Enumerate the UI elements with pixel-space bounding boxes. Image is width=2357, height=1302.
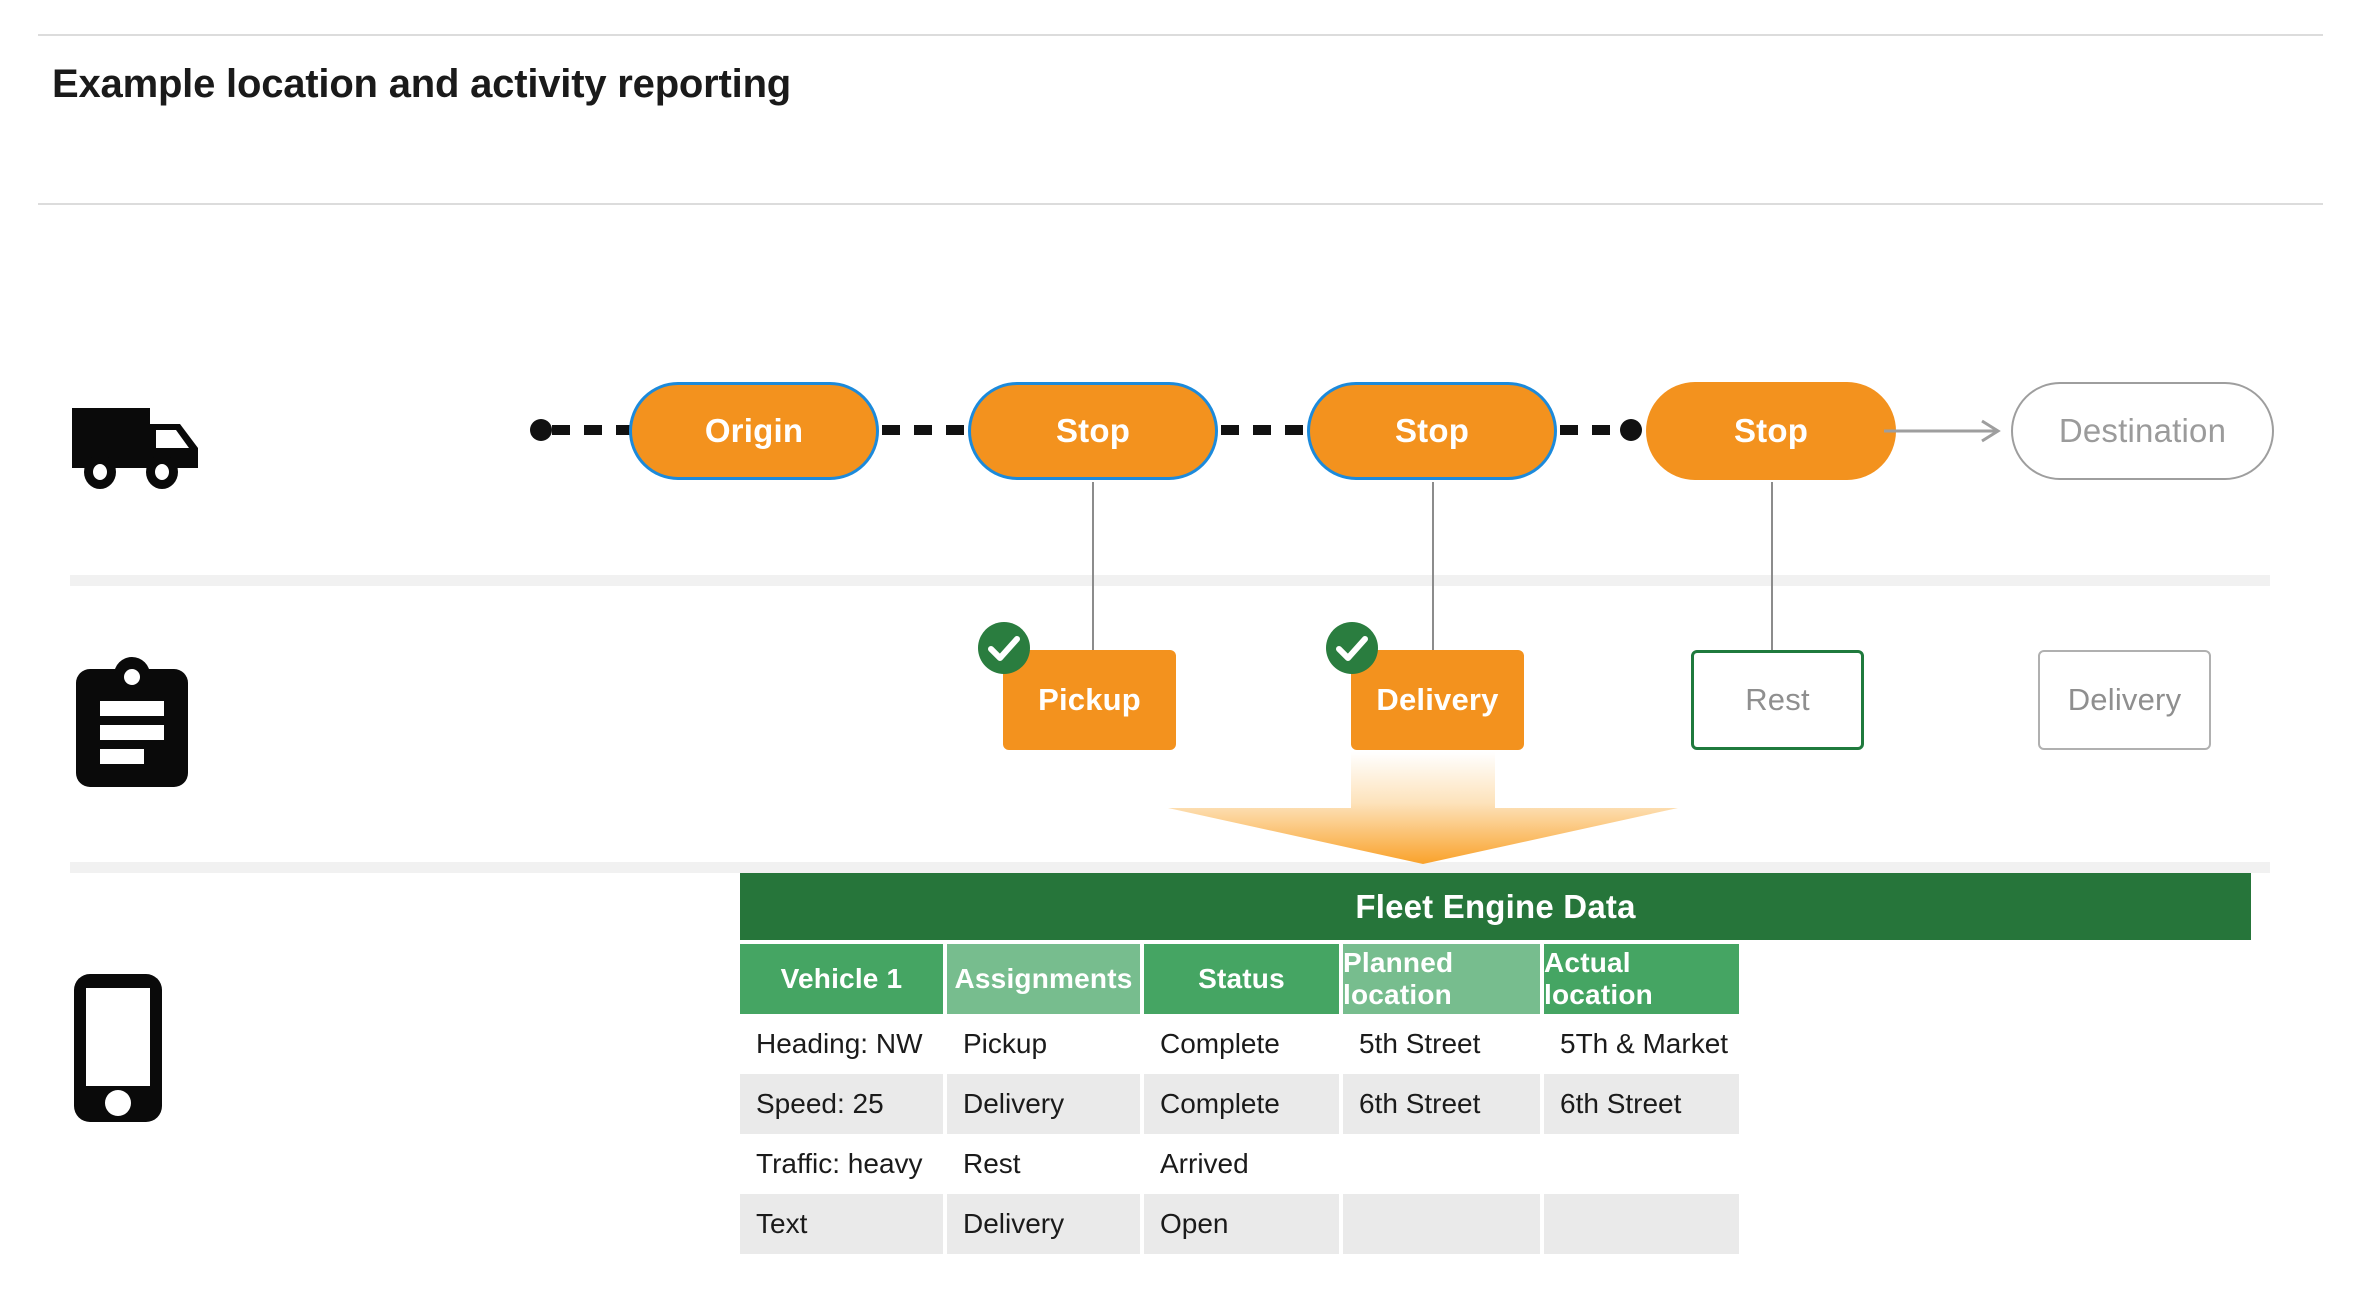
table-cell [1544, 1134, 1739, 1194]
route-start-dot [530, 419, 552, 441]
table-cell: Complete [1144, 1074, 1339, 1134]
table-cell [1343, 1134, 1540, 1194]
route-dash-2 [1221, 425, 1307, 435]
activity-card-pickup[interactable]: Pickup [1003, 650, 1176, 750]
route-stop-1[interactable]: Stop [968, 382, 1218, 480]
table-cell: Complete [1144, 1014, 1339, 1074]
table-cell: Open [1144, 1194, 1339, 1254]
table-cell: Delivery [947, 1074, 1140, 1134]
table-row[interactable]: Text Delivery Open [740, 1194, 2251, 1254]
route-stop-3[interactable]: Stop [1646, 382, 1896, 480]
table-column-header-actual-location[interactable]: Actual location [1544, 944, 1739, 1014]
table-cell: Arrived [1144, 1134, 1339, 1194]
route-stop-label: Stop [1733, 412, 1809, 449]
route-lane: Origin Stop Stop Stop Destination [0, 382, 2357, 482]
activity-card-label: Rest [1745, 682, 1810, 717]
table-cell [1544, 1194, 1739, 1254]
table-cell: 5Th & Market [1544, 1014, 1739, 1074]
activity-card-label: Delivery [2067, 682, 2182, 717]
route-stop-label: Stop [1055, 412, 1131, 449]
clipboard-icon [76, 657, 188, 787]
arrow-right-icon [1884, 419, 2001, 443]
route-destination[interactable]: Destination [2011, 382, 2274, 480]
page-title: Example location and activity reporting [52, 62, 792, 106]
phone-icon [74, 974, 162, 1122]
table-cell: Delivery [947, 1194, 1140, 1254]
connector-line-delivery [1432, 482, 1434, 654]
table-cell: Text [740, 1194, 943, 1254]
down-arrow-icon [1168, 752, 1678, 864]
route-dash-1 [882, 425, 968, 435]
route-stop-label: Stop [1394, 412, 1470, 449]
activity-card-label: Delivery [1376, 682, 1499, 717]
route-dash-3 [1560, 425, 1626, 435]
table-column-header-vehicle[interactable]: Vehicle 1 [740, 944, 943, 1014]
connector-line-pickup [1092, 482, 1094, 654]
activity-card-label: Pickup [1038, 682, 1141, 717]
fleet-engine-table: Fleet Engine Data Vehicle 1 Assignments … [740, 873, 2251, 1254]
table-cell: 6th Street [1343, 1074, 1540, 1134]
activity-lane: Pickup Delivery Rest Delivery [0, 622, 2357, 760]
header-rule-bottom [38, 203, 2323, 205]
table-row[interactable]: Traffic: heavy Rest Arrived [740, 1134, 2251, 1194]
table-column-header-assignments[interactable]: Assignments [947, 944, 1140, 1014]
table-cell: Heading: NW [740, 1014, 943, 1074]
route-stop-label: Destination [2058, 412, 2227, 449]
route-mid-dot [1620, 419, 1642, 441]
table-cell [1343, 1194, 1540, 1254]
table-column-header-planned-location[interactable]: Planned location [1343, 944, 1540, 1014]
check-circle-icon [1326, 622, 1378, 674]
truck-icon [72, 408, 198, 489]
activity-card-delivery[interactable]: Delivery [1351, 650, 1524, 750]
header-rule-top [38, 34, 2323, 36]
table-cell: Pickup [947, 1014, 1140, 1074]
activity-card-delivery-pending[interactable]: Delivery [2038, 650, 2211, 750]
table-title: Fleet Engine Data [740, 873, 2251, 940]
table-cell: Traffic: heavy [740, 1134, 943, 1194]
table-cell: 6th Street [1544, 1074, 1739, 1134]
table-cell: Speed: 25 [740, 1074, 943, 1134]
route-stop-2[interactable]: Stop [1307, 382, 1557, 480]
route-stop-label: Origin [704, 412, 804, 449]
lane-separator-route-activity [70, 575, 2270, 586]
check-circle-icon [978, 622, 1030, 674]
table-row[interactable]: Speed: 25 Delivery Complete 6th Street 6… [740, 1074, 2251, 1134]
activity-card-rest[interactable]: Rest [1691, 650, 1864, 750]
route-dash-start [552, 425, 632, 435]
table-column-header-status[interactable]: Status [1144, 944, 1339, 1014]
connector-line-rest [1771, 482, 1773, 654]
table-header-row: Vehicle 1 Assignments Status Planned loc… [740, 944, 2251, 1014]
table-row[interactable]: Heading: NW Pickup Complete 5th Street 5… [740, 1014, 2251, 1074]
table-cell: 5th Street [1343, 1014, 1540, 1074]
route-stop-origin[interactable]: Origin [629, 382, 879, 480]
table-cell: Rest [947, 1134, 1140, 1194]
lane-separator-activity-data [70, 862, 2270, 873]
